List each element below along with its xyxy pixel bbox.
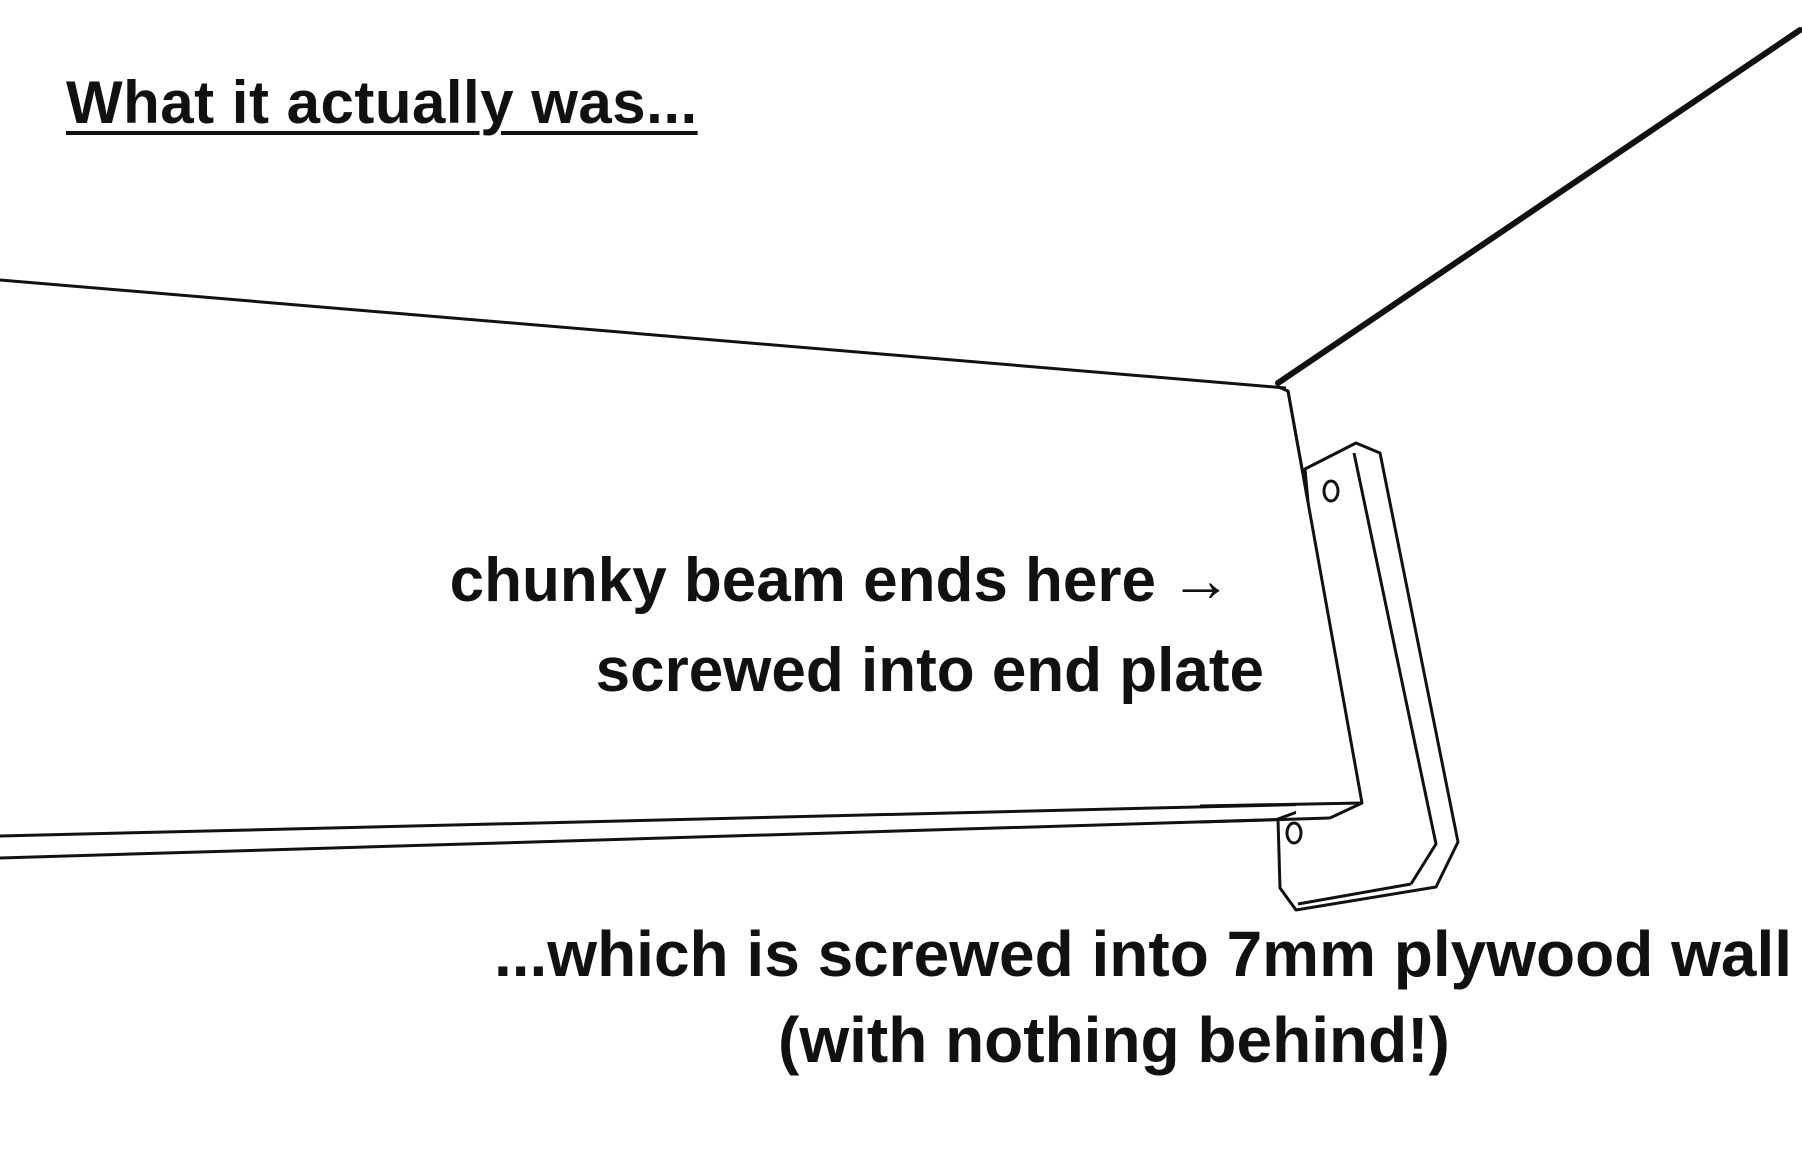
end-plate-thickness-edge bbox=[1352, 452, 1438, 885]
end-plate-bottom-edge bbox=[1297, 882, 1412, 906]
nothing-behind-annotation: (with nothing behind!) bbox=[778, 1004, 1450, 1076]
right-arrow-icon: → bbox=[1170, 546, 1232, 615]
screw-hole-bottom bbox=[1285, 821, 1303, 845]
beam-end-annotation: chunky beam ends here→ bbox=[450, 550, 1232, 612]
beam-bottom-edge-front bbox=[1199, 801, 1363, 808]
diagram-title: What it actually was... bbox=[66, 69, 698, 136]
beam-bottom-edge-lower-front bbox=[1199, 816, 1331, 824]
beam-bottom-edge-lower bbox=[0, 816, 1331, 860]
plywood-wall-annotation: ...which is screwed into 7mm plywood wal… bbox=[493, 918, 1792, 990]
end-plate-annotation: screwed into end plate bbox=[595, 636, 1264, 705]
beam-bottom-edge-upper bbox=[0, 801, 1363, 838]
beam-top-edge bbox=[0, 278, 1287, 390]
screw-hole-top bbox=[1322, 479, 1340, 503]
ceiling-edge-line bbox=[1275, 27, 1802, 386]
beam-end-label: chunky beam ends here bbox=[449, 546, 1156, 615]
